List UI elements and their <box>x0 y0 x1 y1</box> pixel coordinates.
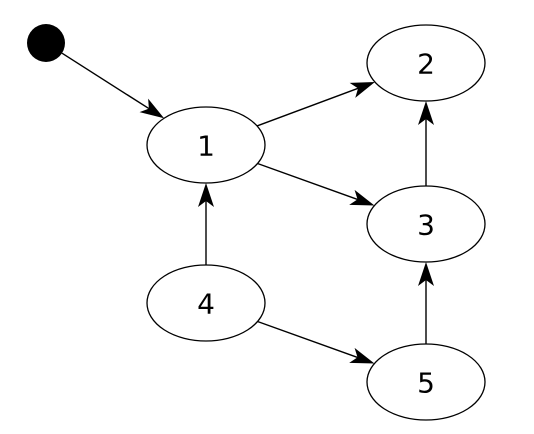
arrowhead-icon <box>418 101 434 125</box>
edge-1-to-3 <box>257 162 375 206</box>
node-5: 5 <box>366 343 486 421</box>
node-ellipse <box>366 24 486 102</box>
edge-start-to-1 <box>61 52 165 119</box>
nodes-layer: 1 2 3 4 5 <box>146 24 486 421</box>
node-3: 3 <box>366 185 486 263</box>
arrowhead-icon <box>418 262 434 286</box>
initial-state-icon <box>27 24 65 62</box>
node-label: 3 <box>417 209 435 242</box>
node-1: 1 <box>146 106 266 184</box>
node-4: 4 <box>146 264 266 342</box>
start-layer <box>27 24 65 62</box>
node-label: 4 <box>197 288 215 321</box>
arrowhead-icon <box>349 347 375 364</box>
edge-1-to-3-line <box>257 162 358 201</box>
arrowhead-icon <box>349 82 375 98</box>
arrowhead-icon <box>139 98 165 119</box>
node-label: 1 <box>197 130 215 163</box>
edge-1-to-2 <box>256 82 375 127</box>
arrowhead-icon <box>198 183 214 207</box>
edge-4-to-1 <box>198 183 214 265</box>
edge-5-to-3 <box>418 262 434 344</box>
node-ellipse <box>146 106 266 184</box>
edge-start-to-1-line <box>61 52 150 110</box>
node-ellipse <box>366 185 486 263</box>
node-label: 5 <box>417 367 435 400</box>
edge-1-to-2-line <box>256 87 359 127</box>
edge-4-to-5-line <box>257 320 358 359</box>
edge-3-to-2 <box>418 101 434 186</box>
node-ellipse <box>366 343 486 421</box>
node-label: 2 <box>417 48 435 81</box>
edge-4-to-5 <box>257 320 375 364</box>
node-2: 2 <box>366 24 486 102</box>
node-ellipse <box>146 264 266 342</box>
edges-layer <box>61 52 434 364</box>
arrowhead-icon <box>349 189 375 206</box>
